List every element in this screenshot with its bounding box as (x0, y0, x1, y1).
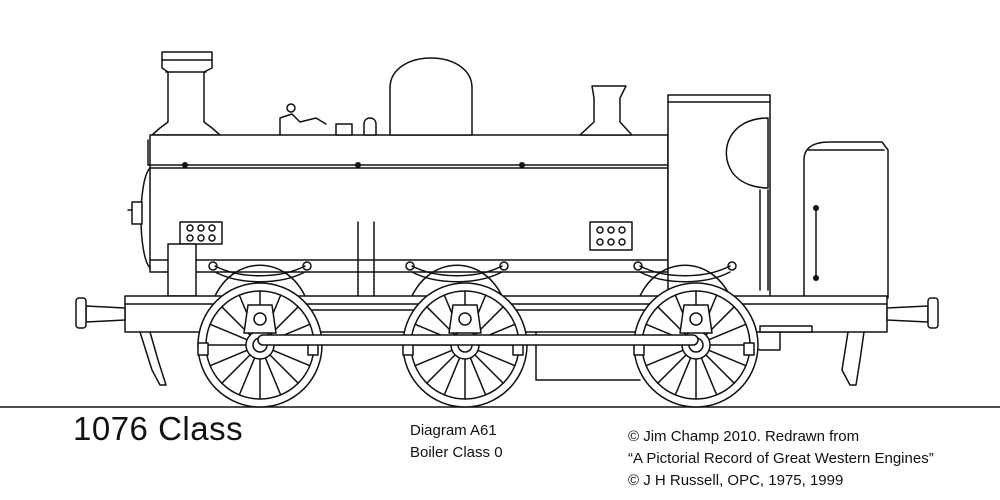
sandbox-left (179, 221, 223, 245)
saddle-tank (149, 134, 669, 273)
guard-iron-front (139, 331, 167, 386)
credit-line-3: © J H Russell, OPC, 1975, 1999 (628, 472, 844, 489)
buffer-rear (886, 297, 939, 329)
bunker (803, 141, 889, 299)
diagram-info: Diagram A61 Boiler Class 0 (410, 420, 503, 464)
guard-iron-rear (841, 331, 865, 386)
chimney (151, 51, 221, 136)
credit-line-1: © Jim Champ 2010. Redrawn from (628, 428, 860, 445)
safety-valve-cover (579, 85, 633, 136)
credit-line-2: “A Pictorial Record of Great Western Eng… (628, 450, 934, 467)
smokebox-fittings (127, 201, 197, 297)
boiler-class: Boiler Class 0 (410, 444, 503, 461)
credit-block: © Jim Champ 2010. Redrawn from “A Pictor… (628, 426, 934, 492)
buffer-front (75, 297, 126, 329)
dome (389, 57, 473, 136)
wheel-trailing (633, 282, 759, 408)
whistle-fittings (279, 103, 377, 136)
springs (208, 261, 737, 283)
class-title: 1076 Class (73, 410, 244, 447)
cab (667, 94, 771, 301)
coupling-rod (257, 334, 699, 346)
sandbox-right (589, 221, 633, 251)
diagram-number: Diagram A61 (410, 422, 497, 439)
